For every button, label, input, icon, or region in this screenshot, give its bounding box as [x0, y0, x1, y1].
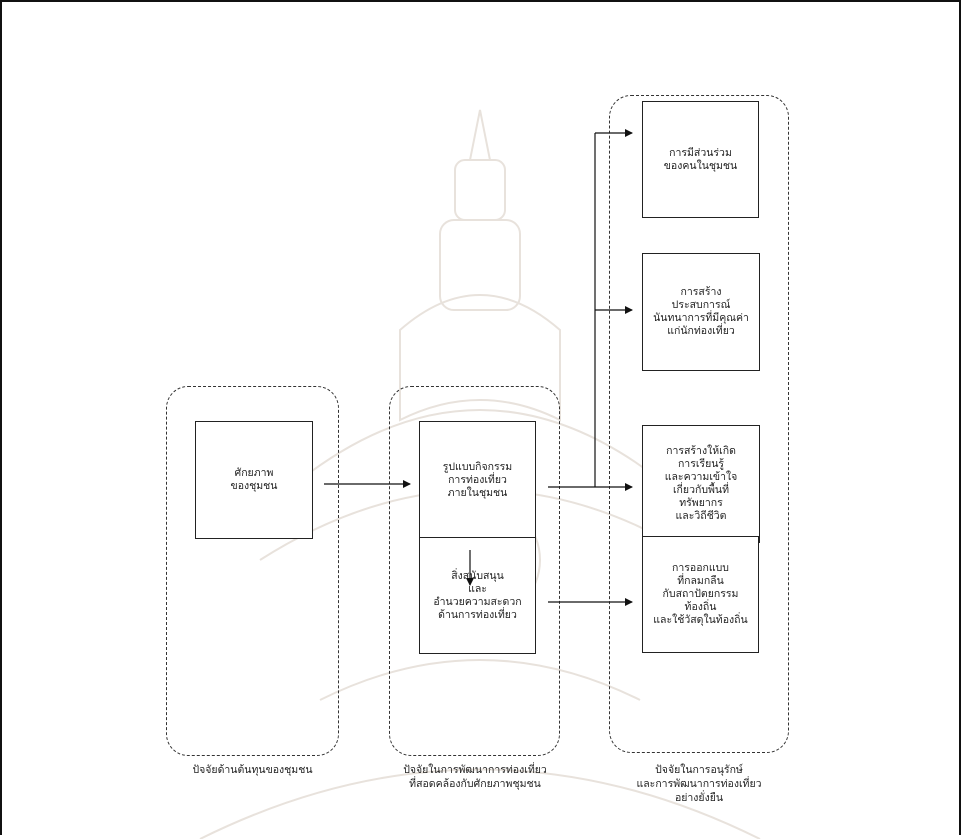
node-experience: การสร้าง ประสบการณ์ นันทนาการที่มีคุณค่า…	[642, 253, 760, 371]
node-community-potential: ศักยภาพ ของชุมชน	[195, 421, 313, 539]
group-community-capital	[166, 386, 339, 756]
node-tourism-facilities: สิ่งสนับสนุน และ อำนวยความสะดวก ด้านการท…	[419, 537, 536, 654]
node-design: การออกแบบ ที่กลมกลืน กับสถาปัตยกรรม ท้อง…	[642, 536, 759, 653]
group-tourism-development	[389, 386, 560, 756]
node-learning: การสร้างให้เกิด การเรียนรู้ และความเข้าใ…	[642, 425, 760, 543]
group-sustainable-tourism	[609, 95, 789, 753]
caption-sustainable-tourism: ปัจจัยในการอนุรักษ์ และการพัฒนาการท่องเท…	[636, 764, 762, 804]
caption-tourism-development: ปัจจัยในการพัฒนาการท่องเที่ยว ที่สอดคล้อ…	[403, 764, 547, 790]
caption-community-capital: ปัจจัยด้านต้นทุนของชุมชน	[192, 764, 313, 776]
node-tourism-activity: รูปแบบกิจกรรม การท่องเที่ยว ภายในชุมชน	[419, 421, 536, 539]
node-participation: การมีส่วนร่วม ของคนในชุมชน	[642, 101, 759, 218]
